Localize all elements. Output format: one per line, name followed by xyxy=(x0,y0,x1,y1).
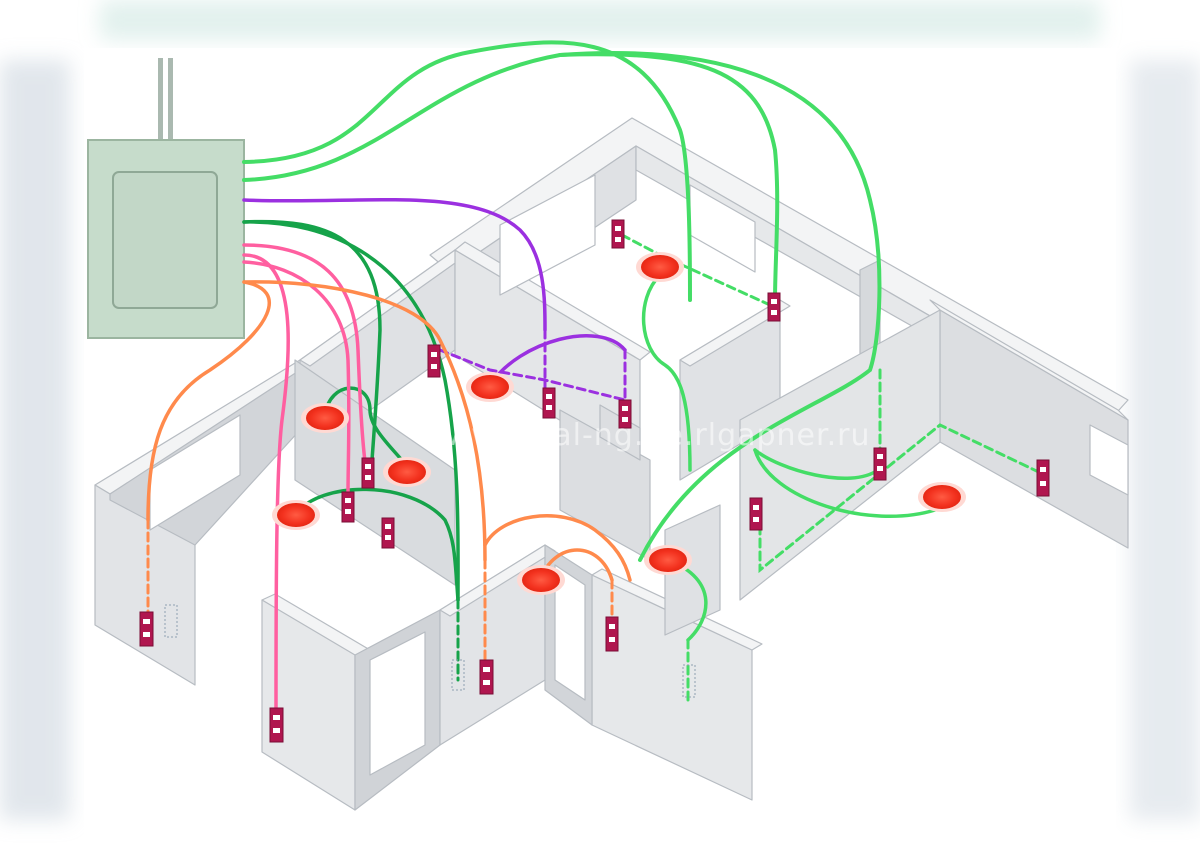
ceiling-light xyxy=(517,565,565,595)
wires xyxy=(146,40,1047,714)
wire-orange-1 xyxy=(242,280,487,562)
distribution-panel xyxy=(87,58,245,339)
wall-outlet xyxy=(618,399,632,429)
wire-lightgreen-4 xyxy=(641,273,692,472)
watermark-text: www.ideal-ng.de.rlgapner.ru xyxy=(420,418,870,453)
wire-darkgreen-1 xyxy=(242,219,382,462)
wire-lightgreen-6 xyxy=(753,448,880,480)
wall-outlet xyxy=(767,292,781,322)
wall-right-top xyxy=(929,299,1129,421)
wire-purple-1 xyxy=(242,198,547,332)
ceiling-light xyxy=(918,482,966,512)
wire-dashed-purple-2 xyxy=(438,348,627,402)
wall-outlet xyxy=(381,517,395,549)
door-opening-2 xyxy=(554,564,586,701)
wire-lightgreen-3 xyxy=(558,51,882,562)
panel-feed-wire-1 xyxy=(158,58,163,142)
wire-orange-3 xyxy=(483,514,632,582)
wall-outlet-outline xyxy=(164,604,696,698)
panel-feed-wire-2 xyxy=(168,58,173,142)
wire-lightgreen-1 xyxy=(242,40,692,302)
wall-outlet xyxy=(361,457,375,489)
wire-orange-2 xyxy=(146,280,272,522)
wire-pink-2 xyxy=(242,260,351,497)
wall-outlet xyxy=(542,387,556,419)
wall-outlet xyxy=(1036,459,1050,497)
ceiling-light xyxy=(636,252,684,282)
wire-darkgreen-2 xyxy=(242,220,460,602)
wall-outlet xyxy=(269,707,284,743)
wall-outlet xyxy=(479,659,494,695)
wire-purple-2 xyxy=(488,334,627,387)
wall-outlet xyxy=(427,344,441,378)
wall-outlet xyxy=(873,447,887,481)
wall-right-room xyxy=(739,309,941,601)
ceiling-light xyxy=(383,457,431,487)
door-opening-1 xyxy=(369,631,426,776)
wall-outlet xyxy=(749,497,763,531)
wire-darkgreen-3 xyxy=(323,386,412,472)
wall-outlet xyxy=(605,616,619,652)
back-window-1 xyxy=(499,174,596,296)
wall-outlet xyxy=(611,219,625,249)
wire-lightgreen-2 xyxy=(242,52,780,302)
panel-door xyxy=(112,171,218,309)
ceiling-light xyxy=(301,403,349,433)
left-window xyxy=(149,414,241,531)
ceiling-lights xyxy=(272,252,966,595)
wire-darkgreen-4 xyxy=(293,487,460,602)
wire-lightgreen-5 xyxy=(753,448,937,518)
wall-center-top xyxy=(679,299,791,367)
right-window-notch xyxy=(1089,424,1129,496)
wire-pink-1 xyxy=(242,243,368,472)
ceiling-light xyxy=(272,500,320,530)
wall-outlets xyxy=(139,219,1050,743)
wire-pink-3 xyxy=(242,253,290,714)
ceiling-light xyxy=(466,372,514,402)
wall-outlet xyxy=(139,611,154,647)
wall-outlet xyxy=(341,491,355,523)
wire-dashed-green-3 xyxy=(758,423,1047,574)
ceiling-light xyxy=(644,545,692,575)
